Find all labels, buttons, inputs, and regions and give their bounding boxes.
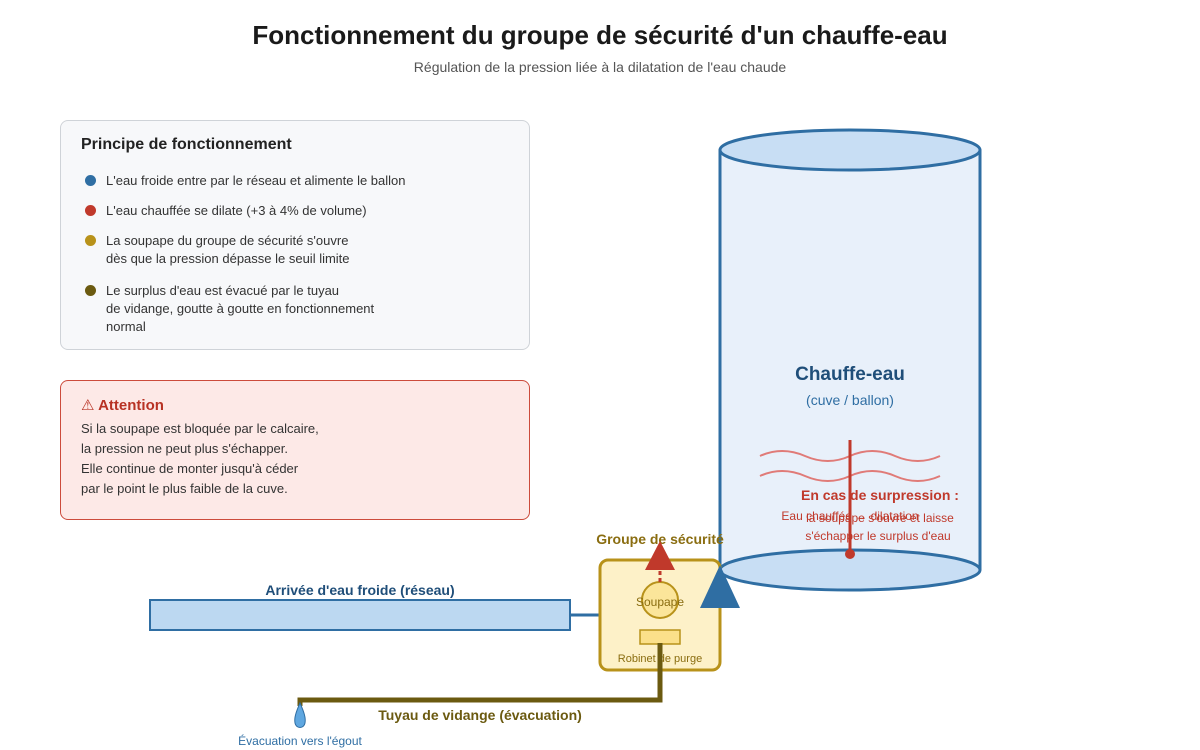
step-3-line: La soupape du groupe de sécurité s'ouvre [106, 233, 349, 248]
step-4-text: Le surplus d'eau est évacué par le tuyau… [106, 282, 374, 336]
step-1-line: L'eau froide entre par le réseau et alim… [106, 173, 406, 188]
purge-tap-icon [639, 629, 681, 645]
tank-title: Chauffe-eau [795, 364, 905, 385]
surpression-title: En cas de surpression : [801, 487, 959, 503]
step-4-dot [85, 285, 96, 296]
safety-group-label: Groupe de sécurité [596, 531, 724, 547]
step-1-dot [85, 175, 96, 186]
warning-line: Elle continue de monter jusqu'à céder [81, 461, 299, 476]
surpression-pointer-dot [845, 549, 855, 559]
warning-title-text: Attention [98, 397, 164, 414]
outlet-label: Évacuation vers l'égout [238, 733, 362, 748]
water-heater-tank [718, 128, 982, 592]
page-title: Fonctionnement du groupe de sécurité d'u… [252, 20, 948, 50]
step-1-text: L'eau froide entre par le réseau et alim… [106, 172, 406, 190]
step-2-line: L'eau chauffée se dilate (+3 à 4% de vol… [106, 203, 367, 218]
principle-panel: Principe de fonctionnement L'eau froide … [60, 120, 530, 350]
step-2-dot [85, 205, 96, 216]
surpression-line: la soupape s'ouvre et laisse [806, 511, 954, 525]
step-4-line: normal [106, 319, 146, 334]
warning-panel: ⚠ Attention Si la soupape est bloquée pa… [60, 380, 530, 520]
surpression-line: s'échapper le surplus d'eau [805, 529, 950, 543]
warning-body: Si la soupape est bloquée par le calcair… [81, 419, 319, 499]
tank-body-fill [720, 150, 980, 570]
inlet-label: Arrivée d'eau froide (réseau) [265, 582, 454, 598]
step-3-dot [85, 235, 96, 246]
warning-line: par le point le plus faible de la cuve. [81, 481, 288, 496]
relief-arrow-icon [645, 541, 675, 570]
step-3-line: dès que la pression dépasse le seuil lim… [106, 251, 350, 266]
step-4-line: de vidange, goutte à goutte en fonctionn… [106, 301, 375, 316]
valve-label: Soupape [636, 595, 684, 609]
step-3-text: La soupape du groupe de sécurité s'ouvre… [106, 232, 350, 268]
tank-top [718, 128, 982, 172]
tank-subtitle: (cuve / ballon) [806, 392, 894, 408]
warning-icon: ⚠ [81, 397, 95, 414]
page-subtitle: Régulation de la pression liée à la dila… [413, 59, 787, 75]
warning-title: ⚠ Attention [81, 396, 164, 414]
step-4-line: Le surplus d'eau est évacué par le tuyau [106, 283, 340, 298]
principle-title: Principe de fonctionnement [81, 136, 292, 153]
water-drop-icon [294, 701, 306, 728]
drain-label: Tuyau de vidange (évacuation) [378, 707, 582, 723]
cold-water-inlet-pipe [149, 599, 571, 631]
step-2-text: L'eau chauffée se dilate (+3 à 4% de vol… [106, 202, 367, 220]
warning-line: Si la soupape est bloquée par le calcair… [81, 421, 319, 436]
cold-flow-arrow-icon [700, 565, 740, 608]
warning-line: la pression ne peut plus s'échapper. [81, 441, 289, 456]
